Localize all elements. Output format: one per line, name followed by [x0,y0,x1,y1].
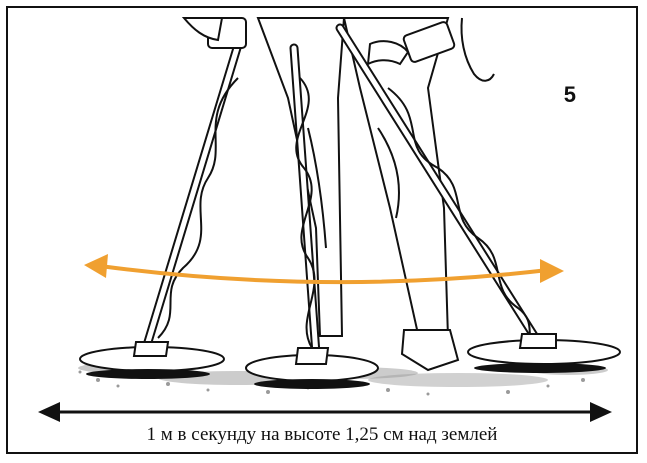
illustration [8,8,638,454]
detector-left [80,18,246,379]
illustration-frame: 5 1 м в секунду на высоте 1,25 см над зе… [6,6,638,454]
caption: 1 м в секунду на высоте 1,25 см над земл… [8,424,636,446]
legs [258,18,458,370]
step-number: 5 [564,82,576,108]
distance-arrow [38,402,612,422]
